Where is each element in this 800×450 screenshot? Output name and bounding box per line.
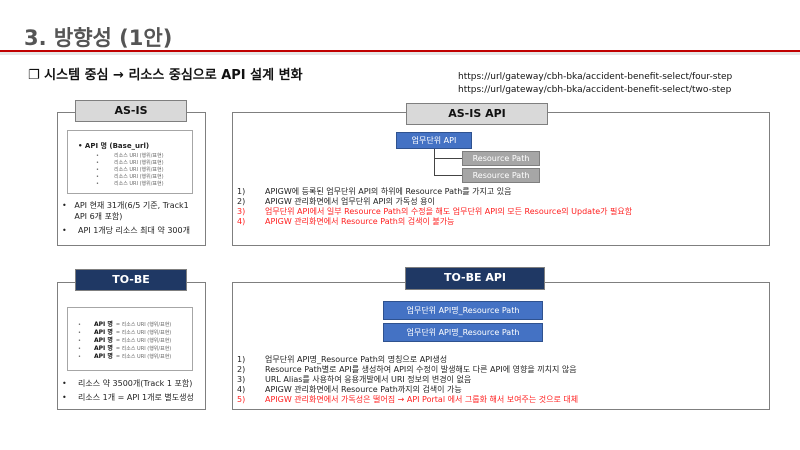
note-number: 5) <box>237 395 246 404</box>
note-text: APIGW 관리화면에서 Resource Path의 검색이 불가능 <box>265 217 455 226</box>
resource-api-box: 업무단위 API명_Resource Path <box>383 323 543 342</box>
bullet: • <box>78 338 81 344</box>
bullet-text: API 현재 31개(6/5 기준, Track1 API 6개 포함) <box>74 201 189 221</box>
api-resource-item: • API 명= 리소스 URI (행위/표현) <box>78 329 171 337</box>
api-name-text: API 명 <box>94 337 113 344</box>
resource-uri-item: • 리소스 URI (행위/표현) <box>96 174 164 181</box>
note-item: 1) 업무단위 API명_Resource Path의 명칭으로 API생성 <box>237 355 578 365</box>
section-heading: ❐ 시스템 중심 → 리소스 중심으로 API 설계 변화 <box>28 68 303 83</box>
note-item: 4) APIGW 관리화면에서 Resource Path의 검색이 불가능 <box>237 217 632 227</box>
resource-uri-text: = 리소스 URI (행위/표현) <box>115 354 172 360</box>
api-name-text: API 명 <box>94 321 113 328</box>
connector-line <box>434 158 462 159</box>
note-number: 2) <box>237 365 246 374</box>
note-item: 4) APIGW 관리화면에서 Resource Path까지의 검색이 가능 <box>237 385 578 395</box>
note-item: 2) APIGW 관리화면에서 업무단위 API의 가독성 용이 <box>237 197 632 207</box>
asis-api-name: • API 명 (Base_url) <box>78 142 150 150</box>
api-resource-item: • API 명= 리소스 URI (행위/표현) <box>78 337 171 345</box>
bullet-text: API 1개당 리소스 최대 약 300개 <box>78 226 190 235</box>
resource-uri-text: = 리소스 URI (행위/표현) <box>115 338 172 344</box>
note-number: 1) <box>237 355 246 364</box>
bullet-item: •리소스 1개 = API 1개로 별도생성 <box>62 393 194 402</box>
api-name-text: API 명 <box>94 345 113 352</box>
note-text: Resource Path별로 API를 생성하여 API의 수정이 발생해도 … <box>265 365 577 374</box>
note-item: 2) Resource Path별로 API를 생성하여 API의 수정이 발생해… <box>237 365 578 375</box>
bullet-item: •API 1개당 리소스 최대 약 300개 <box>62 226 190 235</box>
resource-uri-text: 리소스 URI (행위/표현) <box>114 174 164 180</box>
title-divider <box>0 50 800 52</box>
tobe-api-notes: 1) 업무단위 API명_Resource Path의 명칭으로 API생성 2) R… <box>237 355 578 405</box>
api-resource-item: • API 명= 리소스 URI (행위/표현) <box>78 353 171 361</box>
api-name-text: API 명 <box>94 353 113 360</box>
connector-line <box>434 149 435 175</box>
connector-line <box>434 175 462 176</box>
asis-api-label: AS-IS API <box>406 103 548 125</box>
resource-uri-text: 리소스 URI (행위/표현) <box>114 181 164 187</box>
bullet: • <box>96 160 99 166</box>
note-item: 3) URL Alias를 사용하여 응용개발에서 URI 정보의 변경이 없음 <box>237 375 578 385</box>
bullet-item: •리소스 약 3500개(Track 1 포함) <box>62 379 193 388</box>
asis-label: AS-IS <box>75 100 187 122</box>
business-api-box: 업무단위 API <box>396 132 472 149</box>
note-item: 5) APIGW 관리화면에서 가독성은 떨어짐 → API Portal 에서 … <box>237 395 578 405</box>
resource-uri-text: = 리소스 URI (행위/표현) <box>115 330 172 336</box>
resource-uri-item: • 리소스 URI (행위/표현) <box>96 181 164 188</box>
resource-uri-text: = 리소스 URI (행위/표현) <box>115 322 172 328</box>
page-title: 3. 방향성 (1안) <box>24 26 173 50</box>
note-number: 3) <box>237 375 246 384</box>
bullet: • <box>78 354 81 360</box>
note-text: APIGW 관리화면에서 가독성은 떨어짐 → API Portal 에서 그룹… <box>265 395 579 404</box>
note-number: 3) <box>237 207 246 216</box>
asis-api-notes: 1) APIGW에 등록된 업무단위 API의 하위에 Resource Path… <box>237 187 632 227</box>
api-name-text: API 명 (Base_url) <box>84 142 150 150</box>
tobe-structure-box: •API 명= 리소스 URI (행위/표현)•API 명= 리소스 URI (… <box>67 307 193 371</box>
resource-uri-item: • 리소스 URI (행위/표현) <box>96 153 164 160</box>
resource-uri-text: 리소스 URI (행위/표현) <box>114 167 164 173</box>
bullet: • <box>96 153 99 159</box>
tobe-api-label: TO-BE API <box>405 267 545 290</box>
bullet: • <box>78 322 81 328</box>
api-resource-item: • API 명= 리소스 URI (행위/표현) <box>78 345 171 353</box>
asis-bullets: •API 현재 31개(6/5 기준, Track1 API 6개 포함) •A… <box>62 200 202 236</box>
url-four-step: https://url/gateway/cbh-bka/accident-ben… <box>458 72 733 82</box>
asis-structure-box: • API 명 (Base_url) • 리소스 URI (행위/표현) • 리소스 … <box>67 130 193 194</box>
bullet-item: •API 현재 31개(6/5 기준, Track1 API 6개 포함) <box>62 200 202 222</box>
note-number: 4) <box>237 217 246 226</box>
note-text: APIGW 관리화면에서 Resource Path까지의 검색이 가능 <box>265 385 462 394</box>
bullet: • <box>96 167 99 173</box>
url-two-step: https://url/gateway/cbh-bka/accident-ben… <box>458 85 732 95</box>
note-number: 4) <box>237 385 246 394</box>
bullet-text: 리소스 1개 = API 1개로 별도생성 <box>78 393 194 402</box>
resource-uri-text: 리소스 URI (행위/표현) <box>114 160 164 166</box>
tobe-bullets: •리소스 약 3500개(Track 1 포함) •리소스 1개 = API 1… <box>62 378 202 403</box>
note-text: URL Alias를 사용하여 응용개발에서 URI 정보의 변경이 없음 <box>265 375 472 384</box>
note-text: APIGW에 등록된 업무단위 API의 하위에 Resource Path를 … <box>265 187 512 196</box>
note-item: 3) 업무단위 API에서 일부 Resource Path의 수정을 해도 업무… <box>237 207 632 217</box>
note-number: 2) <box>237 197 246 206</box>
note-item: 1) APIGW에 등록된 업무단위 API의 하위에 Resource Path… <box>237 187 632 197</box>
resource-path-box: Resource Path <box>462 151 540 166</box>
bullet: • <box>78 346 81 352</box>
resource-uri-text: 리소스 URI (행위/표현) <box>114 153 164 159</box>
note-text: APIGW 관리화면에서 업무단위 API의 가독성 용이 <box>265 197 435 206</box>
title-divider-shadow <box>0 52 800 55</box>
note-number: 1) <box>237 187 246 196</box>
resource-uri-item: • 리소스 URI (행위/표현) <box>96 167 164 174</box>
resource-path-box: Resource Path <box>462 168 540 183</box>
bullet: • <box>96 174 99 180</box>
resource-uri-item: • 리소스 URI (행위/표현) <box>96 160 164 167</box>
api-name-text: API 명 <box>94 329 113 336</box>
tobe-label: TO-BE <box>75 269 187 291</box>
resource-api-box: 업무단위 API명_Resource Path <box>383 301 543 320</box>
api-resource-item: • API 명= 리소스 URI (행위/표현) <box>78 321 171 329</box>
bullet: • <box>96 181 99 187</box>
note-text: 업무단위 API명_Resource Path의 명칭으로 API생성 <box>265 355 448 364</box>
resource-uri-text: = 리소스 URI (행위/표현) <box>115 346 172 352</box>
bullet: • <box>78 330 81 336</box>
bullet-text: 리소스 약 3500개(Track 1 포함) <box>78 379 193 388</box>
note-text: 업무단위 API에서 일부 Resource Path의 수정을 해도 업무단위… <box>265 207 633 216</box>
